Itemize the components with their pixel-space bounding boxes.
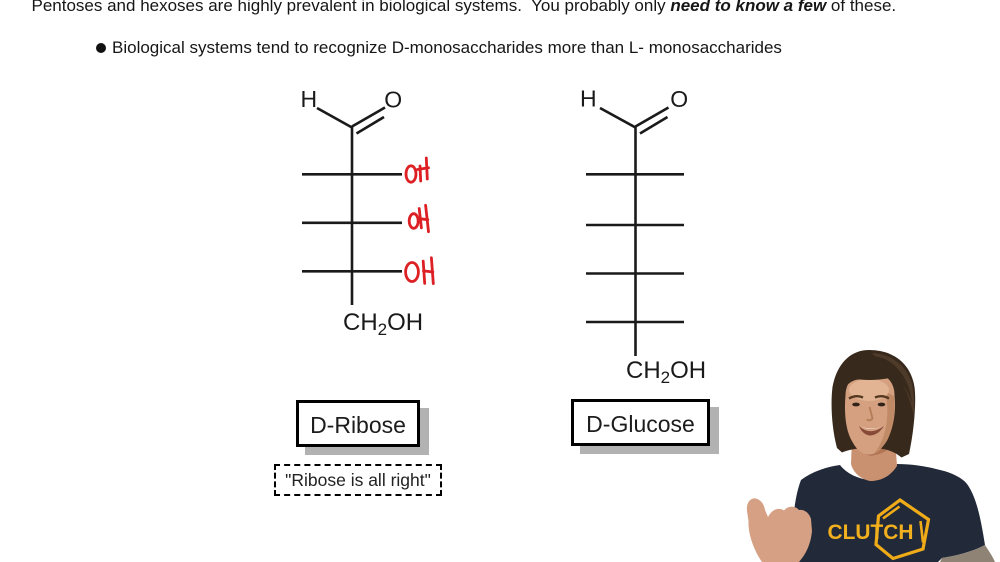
svg-text:O: O: [384, 87, 402, 113]
svg-text:O: O: [670, 86, 688, 112]
svg-text:H: H: [580, 86, 597, 112]
svg-text:CLUTCH: CLUTCH: [828, 521, 914, 544]
svg-text:CH2OH: CH2OH: [343, 309, 423, 339]
svg-text:H: H: [301, 86, 318, 112]
svg-text:CH2OH: CH2OH: [626, 357, 706, 387]
